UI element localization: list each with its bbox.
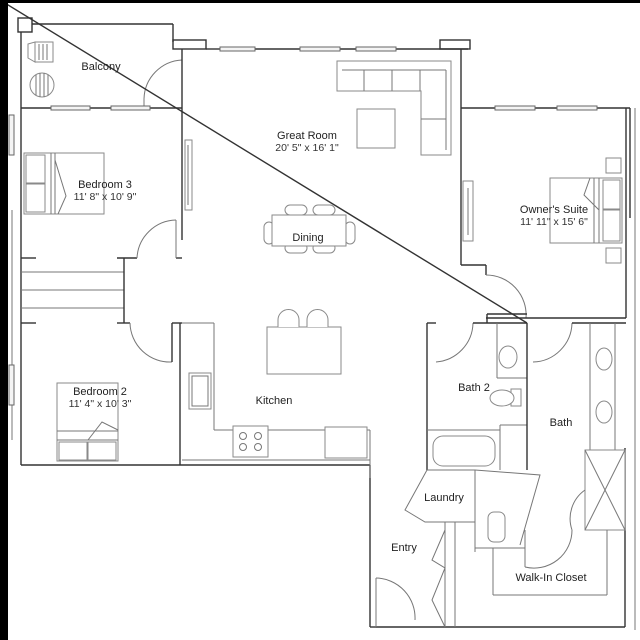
bedroom-3-area [21,108,193,259]
kitchen-island [266,309,342,375]
kitchen-area [182,309,371,478]
room-label-bath: Bath [550,417,573,429]
room-name: Bath [549,417,573,429]
hall-closet [21,258,182,363]
exterior-walls [8,39,636,630]
room-label-walk-in-closet: Walk-In Closet [515,572,586,584]
room-label-laundry: Laundry [424,492,464,504]
dishwasher-icon [324,426,368,459]
walk-in-closet-area [492,489,608,596]
laundry-area [404,469,541,552]
bathtub-icon [432,435,496,467]
room-name: Balcony [81,61,121,73]
bath-area [8,4,626,531]
room-name: Walk-In Closet [515,572,587,584]
bath-2-area [426,313,527,470]
room-dimensions: 11' 8" x 10' 9" [73,191,137,203]
room-label-bedroom-3: Bedroom 3 11' 8" x 10' 9" [74,179,137,203]
room-name: Entry [391,542,417,554]
bed-icon [56,382,119,462]
sectional-sofa-icon [336,60,452,156]
balcony-area [17,17,220,111]
room-dimensions: 11' 4" x 10' 3" [68,398,132,410]
room-name: Laundry [424,492,464,504]
room-label-great-room: Great Room 20' 5" x 16' 1" [275,130,338,154]
room-dimensions: 20' 5" x 16' 1" [275,142,339,154]
room-name: Bath 2 [458,382,490,394]
bed-icon [23,152,105,215]
lounge-chair-icon [27,41,54,63]
entry-area [375,522,456,628]
owners-suite-area [460,108,627,319]
dining-table-icon [263,204,356,254]
room-name: Owner's Suite [519,204,589,216]
coffee-table-icon [356,108,396,149]
room-label-kitchen: Kitchen [256,395,293,407]
room-name: Bedroom 3 [78,179,132,191]
room-label-entry: Entry [391,542,417,554]
toilet-icon [487,511,506,543]
room-label-owners-suite: Owner's Suite 11' 11" x 15' 6" [520,204,588,228]
room-label-bath-2: Bath 2 [458,382,490,394]
bedroom-2-area [56,323,181,465]
shower-icon [584,449,626,531]
stove-icon [232,425,269,458]
room-dimensions: 11' 11" x 15' 6" [520,216,588,228]
toilet-icon [489,388,522,407]
room-name: Bedroom 2 [73,386,127,398]
round-table-icon [29,72,55,98]
room-label-bedroom-2: Bedroom 2 11' 4" x 10' 3" [69,386,132,410]
sink-icon [188,372,212,410]
room-name: Dining [292,232,324,244]
room-label-dining: Dining [292,232,323,244]
room-label-balcony: Balcony [81,61,120,73]
bed-icon [549,177,623,244]
room-name: Great Room [277,130,337,142]
room-name: Kitchen [255,395,293,407]
